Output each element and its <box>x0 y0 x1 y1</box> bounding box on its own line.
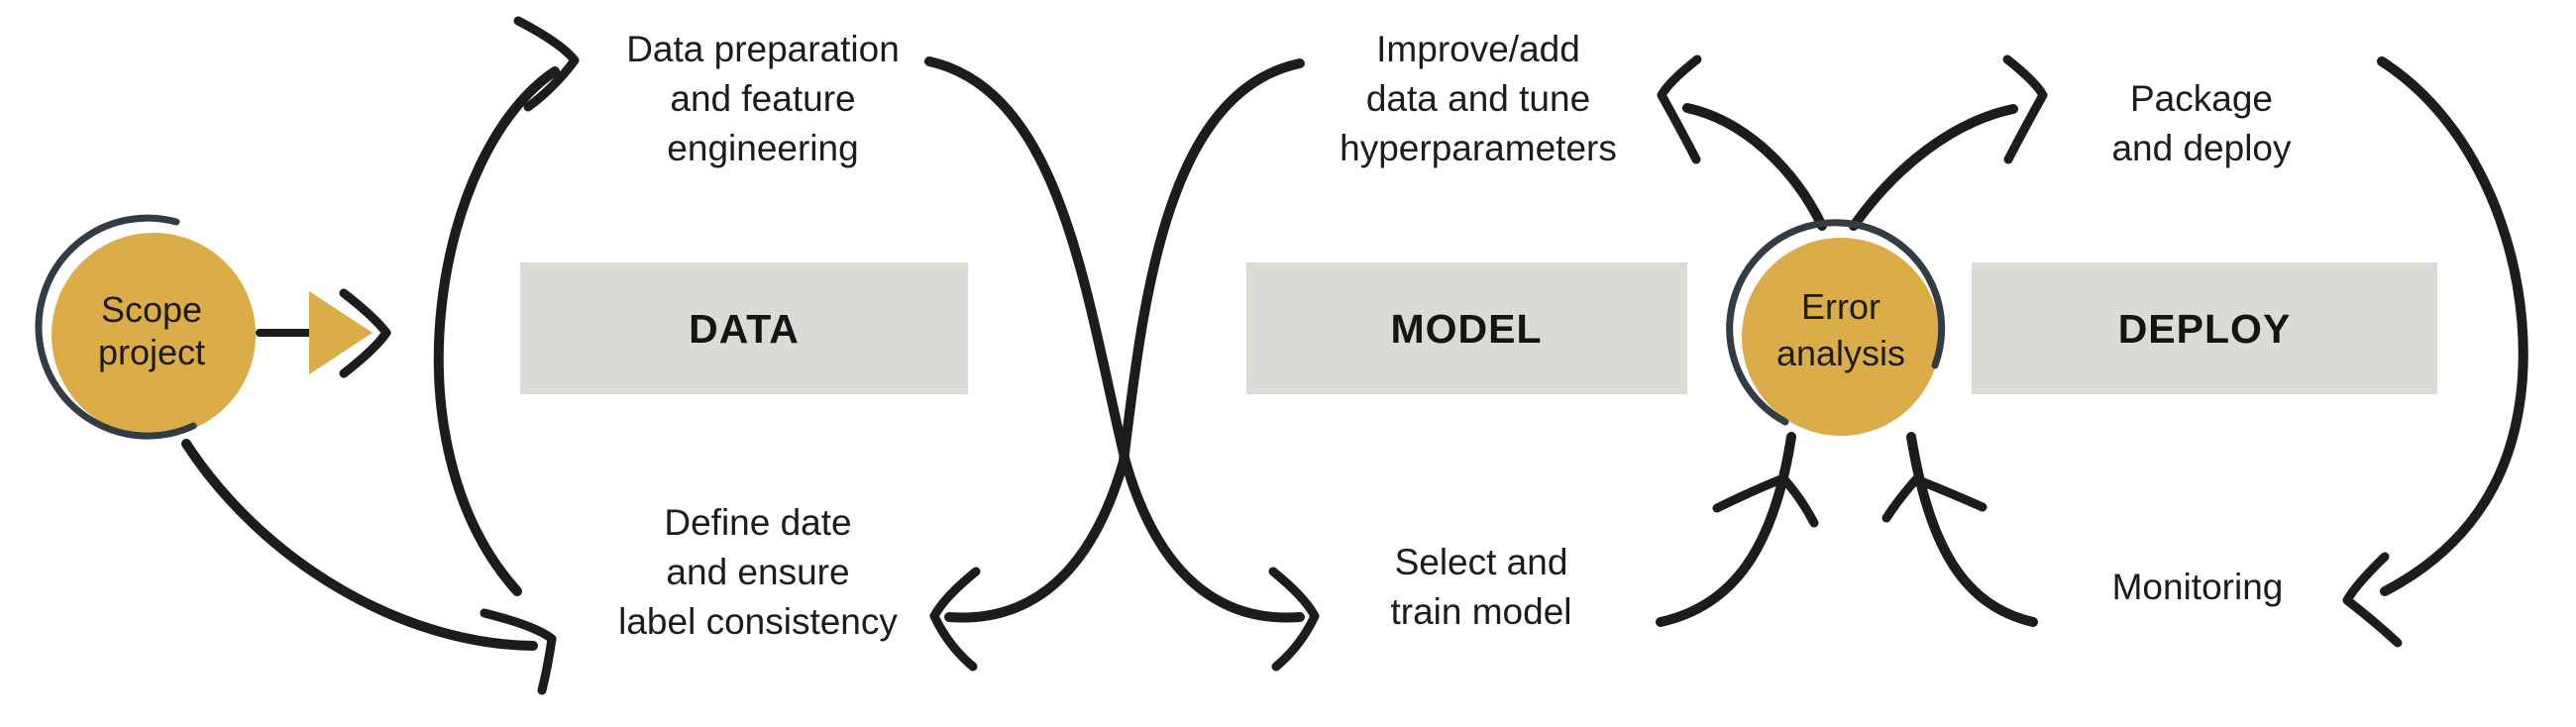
arrow-select-train-to-error <box>1656 432 1796 627</box>
arrow-scope-to-define-data <box>181 439 538 651</box>
improve-tune-label-line1: Improve/add <box>1376 29 1580 69</box>
data-preparation-label-line2: and feature <box>670 78 855 119</box>
error-label-line1: Error <box>1801 286 1880 327</box>
data-stage-box <box>520 262 968 394</box>
arrow-monitoring-to-error <box>1906 432 2038 627</box>
arrow-error-to-improve <box>1682 103 1827 231</box>
data-stage-label: DATA <box>689 306 800 352</box>
scope-project-outline-icon <box>35 214 197 440</box>
arrowhead-to-define-data-icon <box>480 608 557 695</box>
arrow-improve-to-label-consistency <box>944 58 1305 623</box>
arrowhead-to-data-preparation-icon <box>513 16 580 112</box>
scope-project-node <box>52 233 256 437</box>
model-stage-box <box>1246 262 1687 394</box>
scope-arrow-chevron-icon <box>339 288 391 378</box>
define-data-label-line1: Define date <box>664 502 851 543</box>
error-analysis-node <box>1742 238 1940 436</box>
scope-label-line1: Scope <box>101 289 202 330</box>
deploy-stage-label: DEPLOY <box>2118 306 2292 352</box>
loop-deploy-right-arc <box>2377 56 2528 596</box>
arrowhead-up-right-to-error-icon <box>1881 474 1987 523</box>
arrow-error-to-package-deploy <box>1849 104 2018 231</box>
error-analysis-outline-icon <box>1726 219 1946 426</box>
scope-arrow-triangle-icon <box>309 291 373 374</box>
arrowhead-up-left-to-error-icon <box>1712 473 1819 528</box>
package-deploy-label-line1: Package <box>2130 78 2273 119</box>
data-preparation-label-line1: Data preparation <box>626 29 900 69</box>
error-label-line2: analysis <box>1776 333 1905 373</box>
improve-tune-label-line2: data and tune <box>1366 78 1590 119</box>
arrowhead-to-improve-icon <box>1657 54 1702 164</box>
define-data-label-line3: label consistency <box>618 601 898 642</box>
arrow-data-prep-to-select-train <box>924 56 1305 623</box>
select-train-label-line2: train model <box>1390 591 1571 632</box>
define-data-label-line2: and ensure <box>666 552 849 592</box>
model-stage-label: MODEL <box>1390 306 1542 352</box>
package-deploy-label-line2: and deploy <box>2111 128 2292 168</box>
monitoring-label: Monitoring <box>2112 567 2284 607</box>
data-preparation-label-line3: engineering <box>667 128 858 168</box>
loop-data-left-arc <box>433 66 560 596</box>
select-train-label-line1: Select and <box>1395 542 1568 582</box>
arrowhead-to-label-consistency-icon <box>929 567 981 672</box>
arrowhead-to-select-train-icon <box>1268 567 1320 672</box>
improve-tune-label-line3: hyperparameters <box>1340 128 1617 168</box>
arrowhead-to-package-deploy-icon <box>2002 54 2048 164</box>
deploy-stage-box <box>1972 262 2437 394</box>
scope-label-line2: project <box>98 332 205 372</box>
arrowhead-to-monitoring-icon <box>2342 552 2403 648</box>
